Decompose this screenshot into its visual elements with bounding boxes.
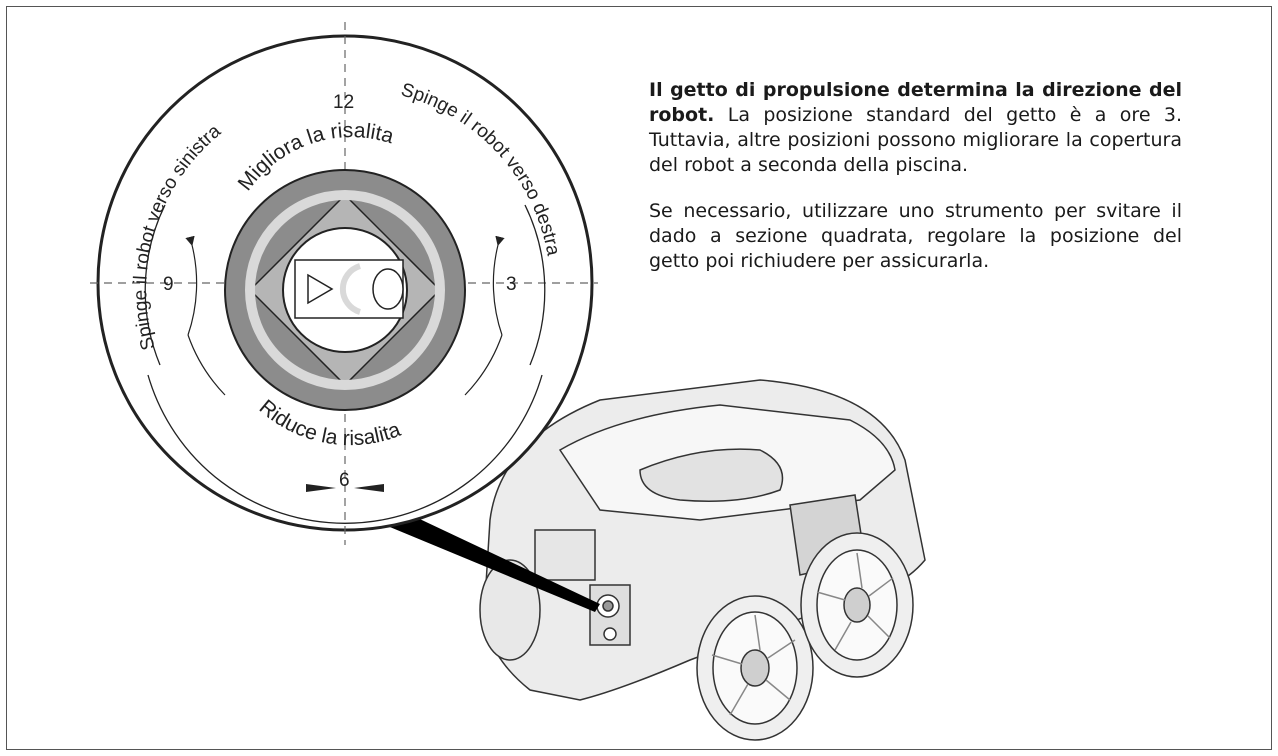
jet-nozzle bbox=[224, 169, 466, 411]
jet-dial: Spinge il robot verso sinistra Spinge il… bbox=[90, 22, 598, 545]
clock-6-label: 6 bbox=[339, 470, 350, 491]
page-frame bbox=[6, 6, 1272, 750]
front-wheel bbox=[696, 595, 814, 741]
instructions-paragraph-1-rest: La posizione standard del getto è a ore … bbox=[649, 104, 1182, 176]
clock-9-label: 9 bbox=[163, 274, 174, 295]
instructions-paragraph-1: Il getto di propulsione determina la dir… bbox=[649, 78, 1182, 178]
instructions-text: Il getto di propulsione determina la dir… bbox=[649, 78, 1182, 295]
instructions-bold-lead: Il getto di propulsione determina la dir… bbox=[649, 79, 1182, 126]
instructions-paragraph-2: Se necessario, utilizzare uno strumento … bbox=[649, 200, 1182, 272]
pool-robot bbox=[479, 379, 926, 741]
clock-3-label: 3 bbox=[506, 274, 517, 295]
rear-wheel bbox=[800, 532, 914, 678]
clock-12-label: 12 bbox=[333, 92, 354, 113]
callout-pointer bbox=[385, 505, 600, 612]
